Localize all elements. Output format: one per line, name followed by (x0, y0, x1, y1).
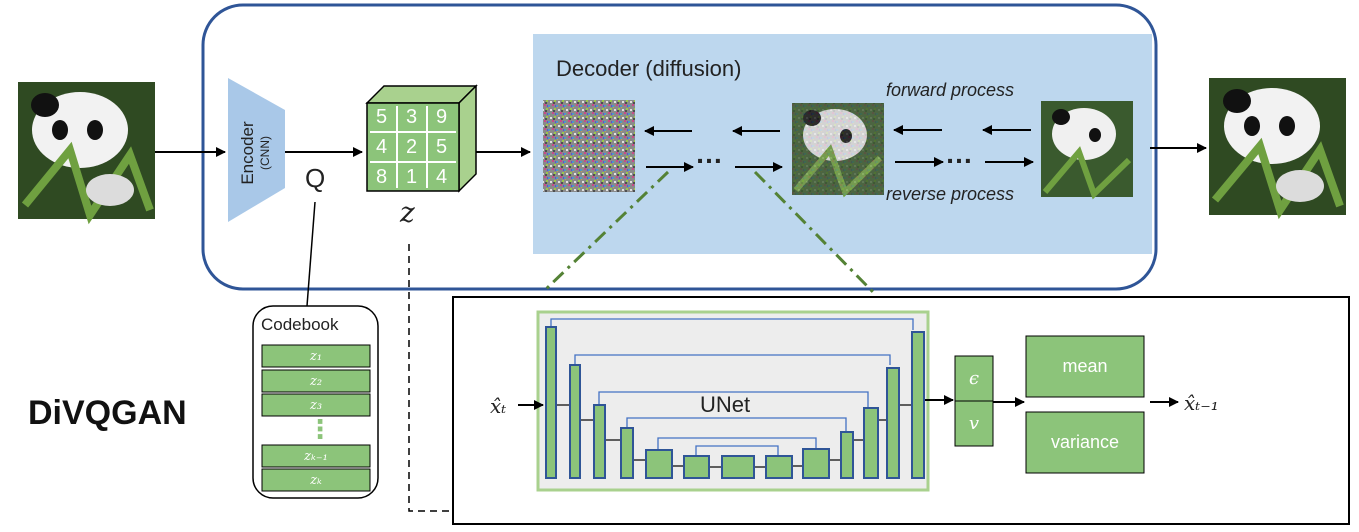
ellipsis-right: … (945, 138, 973, 169)
latent-label: z (400, 196, 415, 229)
unet-block (645, 449, 673, 479)
unet-block (765, 455, 793, 479)
unet-block (721, 455, 755, 479)
codebook-dots: ⋮ (307, 414, 333, 444)
latent-cell: 5 (375, 106, 388, 128)
encoder-label: Encoder (CNN) (238, 98, 272, 208)
v-box (954, 400, 994, 447)
v-label: 𝑣 (968, 413, 980, 434)
latent-cell: 4 (435, 166, 448, 188)
unet-output-label: x̂ₜ₋₁ (1184, 391, 1219, 415)
latent-cell: 9 (435, 106, 448, 128)
conditioning-path (408, 244, 712, 512)
codebook-entry: z₃ (309, 397, 323, 413)
noisy-panda-image (792, 103, 884, 198)
encoder-title: Encoder (238, 121, 257, 185)
mean-box (1025, 335, 1145, 398)
latent-cell: 3 (405, 106, 418, 128)
unet-input-label: x̂ₜ (490, 394, 507, 418)
unet-label: UNet (700, 392, 751, 417)
codebook-entry: zₖ₋₁ (304, 448, 328, 464)
mean-label: mean (1062, 356, 1108, 376)
output-panda-image (1209, 78, 1346, 220)
encoder-block (228, 78, 285, 222)
codebook-entry: z₂ (309, 373, 323, 389)
decoder-title: Decoder (diffusion) (556, 56, 742, 81)
latent-cell: 4 (375, 136, 388, 158)
variance-label: variance (1050, 432, 1120, 452)
unet-block (886, 367, 900, 479)
eps-box (954, 355, 994, 402)
ellipsis-left: … (695, 138, 723, 169)
unet-block (802, 448, 830, 479)
unet-block (863, 407, 879, 479)
codebook-title: Codebook (261, 315, 339, 334)
unet-block (593, 404, 606, 479)
input-panda-image (18, 82, 155, 225)
encoder-sublabel: (CNN) (258, 136, 272, 170)
diagram-title: DiVQGAN (28, 394, 187, 432)
codebook-entry: zₖ (310, 472, 322, 488)
latent-cell: 1 (405, 166, 418, 188)
unet-block (683, 455, 710, 479)
unet-block (620, 427, 634, 479)
unet-block (569, 364, 581, 479)
unet-block (840, 431, 854, 479)
latent-cell: 5 (435, 136, 448, 158)
latent-cube (365, 84, 478, 193)
eps-label: ϵ (968, 368, 980, 389)
unet-block (911, 331, 925, 479)
latent-cell: 8 (375, 166, 388, 188)
noise-image (543, 100, 635, 192)
forward-process-label: forward process (886, 80, 1015, 100)
variance-box (1025, 411, 1145, 474)
quantizer-connector (306, 201, 316, 307)
clean-panda-image (1041, 101, 1133, 200)
codebook-entry: z₁ (309, 348, 323, 364)
quantizer-label: Q (305, 163, 326, 193)
reverse-process-label: reverse process (886, 184, 1015, 204)
unet-block (545, 326, 557, 479)
latent-cell: 2 (405, 136, 418, 158)
